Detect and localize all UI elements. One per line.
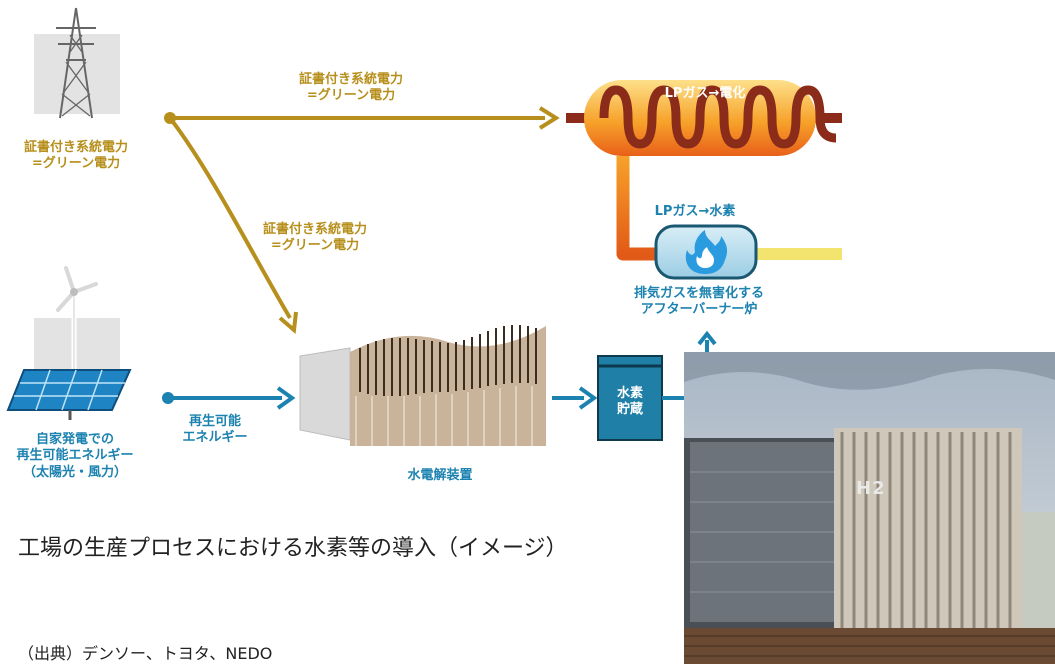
grid-power-label-line1: 証書付き系統電力 [23,140,128,155]
solar-panel-icon [6,369,132,420]
diag-arrow-label: 証書付き系統電力 =グリーン電力 [250,222,380,255]
burner-bottom-label-line1: 排気ガスを無害化する [633,286,764,301]
diagram-caption: 工場の生産プロセスにおける水素等の導入（イメージ） [18,536,568,561]
electrolyzer-label: 水電解装置 [407,468,473,483]
renewable-arrow-label: 再生可能 エネルギー [180,414,250,447]
diag-arrow-label-line1: 証書付き系統電力 [262,222,367,237]
gold-arrowhead-down [278,311,298,334]
gold-arrowhead-right [538,106,560,130]
renewable-source-line2: 再生可能エネルギー [16,448,134,464]
source-note: （出典）デンソー、トヨタ、NEDO [18,644,273,663]
blue-arrowhead-up [697,330,717,346]
power-tower-icon [34,7,120,119]
furnace-bottom-label: 加熱炉 [685,158,725,173]
upper-arrow-label: 証書付き系統電力 =グリーン電力 [286,72,416,105]
renewable-source-line1: 自家発電での [35,432,114,447]
upper-arrow-label-line2: =グリーン電力 [306,88,396,104]
storage-label-line2: 貯蔵 [616,402,643,418]
wind-turbine-icon [34,266,120,378]
burner-bottom-label: 排気ガスを無害化する アフターバーナー炉 [614,286,784,319]
storage-label: 水素 貯蔵 [598,386,662,419]
green-power-arrows [168,116,545,320]
renewable-source-label: 自家発電での 再生可能エネルギー （太陽光・風力） [0,432,150,484]
diag-arrow-label-line2: =グリーン電力 [270,238,360,254]
blue-arrowhead-storage [578,386,598,410]
electrolyzer-icon [299,325,546,446]
renewable-arrow-line2: エネルギー [182,430,248,446]
hydrogen-facility-photo [684,352,1055,664]
after-burner-icon [654,224,842,280]
heating-furnace-icon [566,80,842,156]
gold-junction-dot [164,112,176,124]
burner-top-label: LPガス→水素 [654,204,736,219]
blue-arrowhead-right [276,386,296,410]
renewable-arrow-line1: 再生可能 [188,414,241,429]
renewable-source-line3: （太陽光・風力） [22,464,127,480]
upper-arrow-label-line1: 証書付き系統電力 [298,72,403,87]
photo-sign-text: H2 [856,478,886,499]
grid-power-label-line2: =グリーン電力 [31,156,121,172]
exhaust-pipe [616,156,660,261]
burner-bottom-label-line2: アフターバーナー炉 [640,302,758,318]
furnace-top-label: LPガス→電化 [664,86,746,101]
grid-power-label: 証書付き系統電力 =グリーン電力 [14,140,138,173]
storage-label-line1: 水素 [616,386,643,401]
